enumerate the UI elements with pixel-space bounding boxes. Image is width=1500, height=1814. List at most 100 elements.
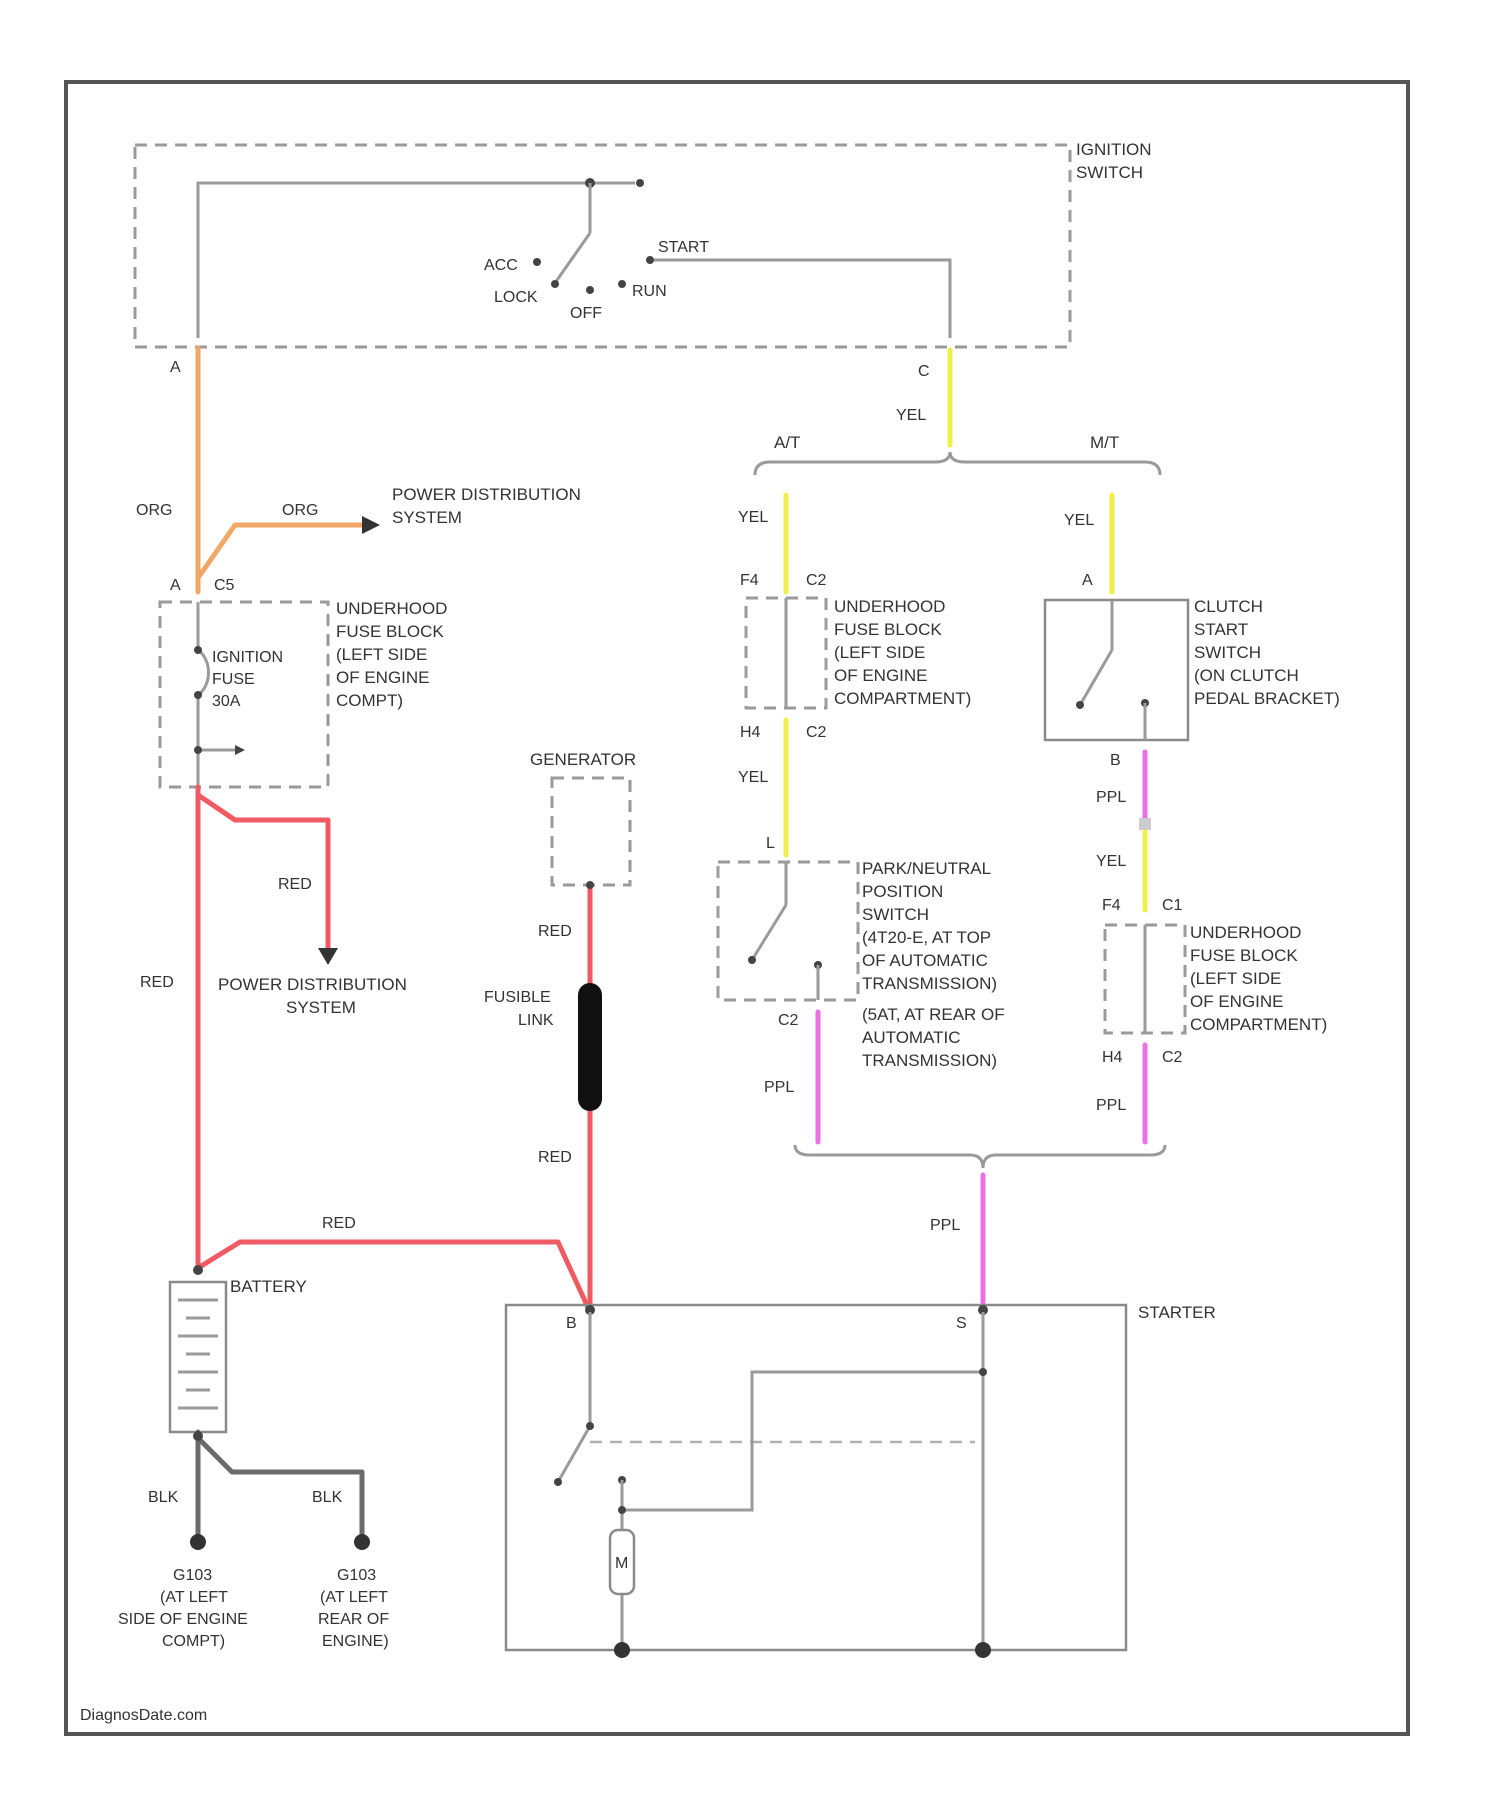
ground-1-line-3: COMPT) bbox=[162, 1633, 225, 1650]
org-wire-group: ORG ORG POWER DISTRIBUTION SYSTEM bbox=[136, 348, 581, 592]
arrow-right-icon bbox=[362, 516, 380, 534]
wire-label-red-4: RED bbox=[538, 923, 572, 940]
wire-label-org-2: ORG bbox=[282, 502, 318, 519]
branch-label-mt: M/T bbox=[1090, 433, 1119, 452]
ignition-switch-box bbox=[135, 145, 1070, 347]
battery: BATTERY bbox=[170, 1265, 307, 1432]
starter-box bbox=[506, 1305, 1126, 1650]
ignition-pos-lock: LOCK bbox=[494, 289, 538, 306]
wire-label-ppl-mt-1: PPL bbox=[1096, 789, 1126, 806]
pns-pin-top: L bbox=[766, 835, 775, 852]
power-distribution-label-top-2: SYSTEM bbox=[392, 508, 462, 527]
wire-label-ppl-at: PPL bbox=[764, 1079, 794, 1096]
starter: B S STARTER M bbox=[506, 1303, 1216, 1658]
starter-motor-label: M bbox=[615, 1555, 628, 1572]
fuse-left-label-2: FUSE BLOCK bbox=[336, 622, 444, 641]
ignition-pin-c: C bbox=[918, 363, 930, 380]
wire-label-blk-2: BLK bbox=[312, 1489, 343, 1506]
fuse-left-label-3: (LEFT SIDE bbox=[336, 645, 427, 664]
fuse-mt-label-4: OF ENGINE bbox=[1190, 992, 1284, 1011]
fuse-left-label-1: UNDERHOOD bbox=[336, 599, 447, 618]
generator-box bbox=[552, 778, 630, 885]
wire-label-blk-1: BLK bbox=[148, 1489, 179, 1506]
fusible-link-label-2: LINK bbox=[518, 1012, 554, 1029]
pns-label-2: POSITION bbox=[862, 882, 943, 901]
pns-label-5: OF AUTOMATIC bbox=[862, 951, 988, 970]
fuse-block-left-box bbox=[160, 602, 328, 787]
clutch-switch-box bbox=[1045, 600, 1188, 740]
ground-2-line-2: REAR OF bbox=[318, 1611, 389, 1628]
pns-label-3: SWITCH bbox=[862, 905, 929, 924]
fuse-mt-label-3: (LEFT SIDE bbox=[1190, 969, 1281, 988]
fuse-at-label-2: FUSE BLOCK bbox=[834, 620, 942, 639]
clutch-label-5: PEDAL BRACKET) bbox=[1194, 689, 1340, 708]
fuse-at-label-5: COMPARTMENT) bbox=[834, 689, 971, 708]
wire-label-red-5: RED bbox=[538, 1149, 572, 1166]
ignition-fuse-label-2: FUSE bbox=[212, 671, 255, 688]
fuse-at-label-4: OF ENGINE bbox=[834, 666, 928, 685]
pns-label-9: TRANSMISSION) bbox=[862, 1051, 997, 1070]
ground-1-line-2: SIDE OF ENGINE bbox=[118, 1611, 248, 1628]
diagram-frame bbox=[66, 82, 1408, 1734]
wire-label-ppl-main: PPL bbox=[930, 1217, 960, 1234]
fuse-mt-pin-top: F4 bbox=[1102, 897, 1121, 914]
clutch-label-3: SWITCH bbox=[1194, 643, 1261, 662]
pns-label-4: (4T20-E, AT TOP bbox=[862, 928, 991, 947]
branch-label-at: A/T bbox=[774, 433, 800, 452]
clutch-pin-b: B bbox=[1110, 752, 1121, 769]
ground-2-line-3: ENGINE) bbox=[322, 1633, 389, 1650]
fusible-link: FUSIBLE LINK bbox=[484, 983, 602, 1111]
fuse-mt-connector-top: C1 bbox=[1162, 897, 1183, 914]
fuse-block-left: A C5 IGNITION FUSE 30A UNDERHOOD FUSE BL… bbox=[160, 577, 447, 787]
wire-label-yel-at-1: YEL bbox=[738, 509, 768, 526]
generator: GENERATOR bbox=[530, 750, 636, 889]
ground-1-line-1: (AT LEFT bbox=[160, 1589, 228, 1606]
wire-label-red-1: RED bbox=[278, 876, 312, 893]
power-distribution-label-top: POWER DISTRIBUTION bbox=[392, 485, 581, 504]
fuse-at-connector-top: C2 bbox=[806, 572, 827, 589]
ground-1-id: G103 bbox=[173, 1567, 212, 1584]
fuse-mt-label-1: UNDERHOOD bbox=[1190, 923, 1301, 942]
ground-point-1 bbox=[190, 1534, 206, 1550]
wire-label-yel-at-2: YEL bbox=[738, 769, 768, 786]
clutch-pin-a: A bbox=[1082, 572, 1093, 589]
ignition-switch-label-2: SWITCH bbox=[1076, 163, 1143, 182]
red-wire-group: RED RED RED RED RED POWER DISTRIBUTION S… bbox=[140, 787, 590, 1312]
ignition-fuse-label: IGNITION bbox=[212, 649, 283, 666]
fuse-mt-label-5: COMPARTMENT) bbox=[1190, 1015, 1327, 1034]
ignition-fuse-rating: 30A bbox=[212, 693, 241, 710]
pns-pin-bottom: C2 bbox=[778, 1012, 799, 1029]
fuse-mt-connector-bottom: C2 bbox=[1162, 1049, 1183, 1066]
pns-label-6: TRANSMISSION) bbox=[862, 974, 997, 993]
wire-label-red-2: RED bbox=[140, 974, 174, 991]
wire-label-org-1: ORG bbox=[136, 502, 172, 519]
fuse-at-pin-top: F4 bbox=[740, 572, 759, 589]
fuse-mt-pin-bottom: H4 bbox=[1102, 1049, 1123, 1066]
wire-label-yel-main: YEL bbox=[896, 407, 926, 424]
fuse-left-pin-a: A bbox=[170, 577, 181, 594]
watermark: DiagnosDate.com bbox=[80, 1707, 207, 1724]
wire-label-red-3: RED bbox=[322, 1215, 356, 1232]
fuse-at-connector-bottom: C2 bbox=[806, 724, 827, 741]
fuse-left-label-4: OF ENGINE bbox=[336, 668, 430, 687]
fuse-mt-label-2: FUSE BLOCK bbox=[1190, 946, 1298, 965]
fuse-left-connector: C5 bbox=[214, 577, 235, 594]
branch-brace-top: A/T M/T bbox=[755, 433, 1160, 475]
ignition-pos-run: RUN bbox=[632, 283, 667, 300]
fusible-link-label: FUSIBLE bbox=[484, 989, 551, 1006]
branch-brace-bottom: PPL bbox=[795, 1145, 1165, 1308]
clutch-label-4: (ON CLUTCH bbox=[1194, 666, 1299, 685]
ignition-switch: ACC LOCK OFF RUN START IGNITION SWITCH A… bbox=[135, 140, 1152, 380]
ignition-pin-a: A bbox=[170, 359, 181, 376]
ground-2-id: G103 bbox=[337, 1567, 376, 1584]
arrow-down-icon bbox=[318, 948, 338, 965]
ground-2-line-1: (AT LEFT bbox=[320, 1589, 388, 1606]
pns-label-8: AUTOMATIC bbox=[862, 1028, 961, 1047]
fuse-at-label-1: UNDERHOOD bbox=[834, 597, 945, 616]
fuse-left-label-5: COMPT) bbox=[336, 691, 403, 710]
ignition-pos-off: OFF bbox=[570, 305, 602, 322]
fuse-at-pin-bottom: H4 bbox=[740, 724, 761, 741]
starter-pin-s: S bbox=[956, 1315, 967, 1332]
ignition-pos-start: START bbox=[658, 239, 709, 256]
